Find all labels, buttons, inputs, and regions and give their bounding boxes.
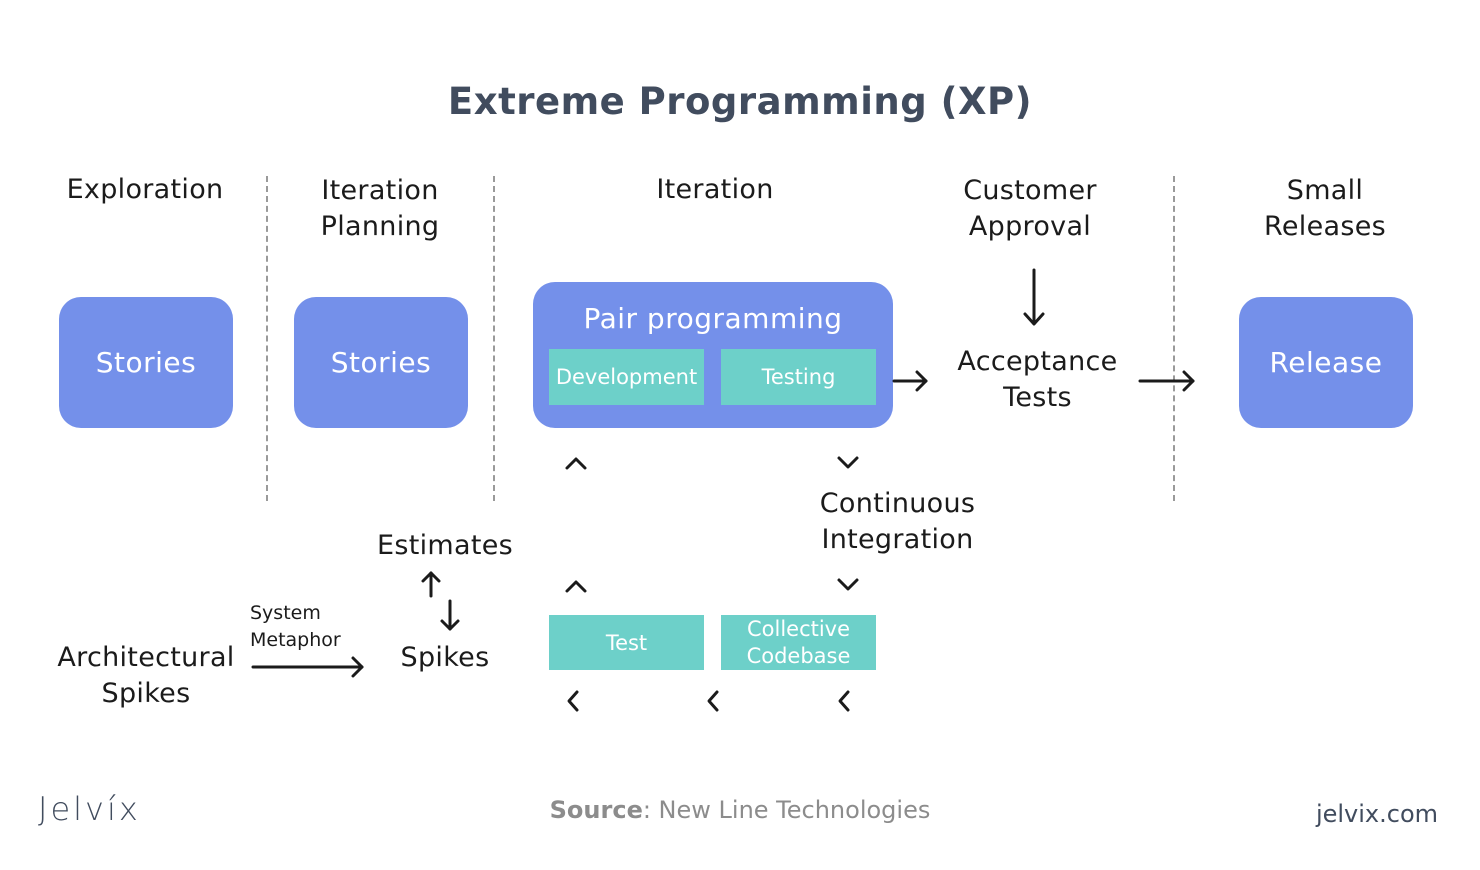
system-metaphor-line1: System: [250, 602, 321, 624]
test-box: Test: [549, 615, 704, 670]
architectural-spikes-line1: Architectural: [57, 642, 235, 673]
phase-iteration-planning: Iteration Planning: [280, 173, 480, 245]
chevron-left-icon: [707, 690, 719, 712]
source-credit: Source: New Line Technologies: [0, 796, 1480, 824]
divider-3: [1173, 176, 1175, 501]
collective-codebase-box: Collective Codebase: [721, 615, 876, 670]
chevron-left-icon: [838, 690, 850, 712]
phase-small-releases: Small Releases: [1225, 173, 1425, 245]
exploration-stories-box: Stories: [59, 297, 233, 428]
acceptance-tests-label: Acceptance Tests: [935, 344, 1140, 416]
planning-stories-box: Stories: [294, 297, 468, 428]
estimates-up-arrow-icon: [421, 571, 441, 598]
continuous-integration-label: Continuous Integration: [795, 486, 1000, 558]
chevron-down-icon: [837, 578, 859, 591]
spikes-label: Spikes: [400, 642, 490, 673]
divider-1: [266, 176, 268, 501]
phase-customer-approval-line1: Customer: [963, 175, 1097, 206]
system-metaphor-label: System Metaphor: [250, 600, 341, 654]
collective-codebase-line1: Collective: [746, 616, 851, 641]
phase-customer-approval: Customer Approval: [930, 173, 1130, 245]
phase-iteration-planning-line1: Iteration: [321, 175, 439, 206]
chevron-up-icon: [565, 457, 587, 470]
continuous-integration-line1: Continuous: [819, 488, 976, 519]
pair-programming-box: Pair programming Development Testing: [533, 282, 893, 428]
chevron-left-icon: [567, 690, 579, 712]
acceptance-tests-line2: Tests: [1003, 382, 1072, 413]
divider-2: [493, 176, 495, 501]
collective-codebase-line2: Codebase: [746, 643, 851, 668]
chevron-up-icon: [565, 580, 587, 593]
approval-down-arrow-icon: [1023, 268, 1045, 326]
phase-exploration: Exploration: [66, 174, 224, 205]
phase-iteration-planning-line2: Planning: [320, 211, 440, 242]
site-link[interactable]: jelvix.com: [1315, 800, 1438, 828]
continuous-integration-line2: Integration: [821, 524, 974, 555]
phase-small-releases-line1: Small: [1286, 175, 1364, 206]
source-value: : New Line Technologies: [642, 796, 931, 824]
estimates-label: Estimates: [376, 530, 514, 561]
pair-programming-label: Pair programming: [583, 302, 843, 335]
acceptance-tests-line1: Acceptance: [957, 346, 1118, 377]
development-box: Development: [549, 349, 704, 405]
spikes-down-arrow-icon: [440, 599, 460, 631]
phase-iteration: Iteration: [656, 174, 774, 205]
jelvix-logo: Jelvíx: [38, 790, 141, 828]
phase-customer-approval-line2: Approval: [968, 211, 1092, 242]
phase-small-releases-line2: Releases: [1264, 211, 1386, 242]
system-metaphor-line2: Metaphor: [250, 629, 341, 651]
release-box: Release: [1239, 297, 1413, 428]
architectural-spikes-line2: Spikes: [101, 678, 191, 709]
system-metaphor-arrow-icon: [251, 656, 364, 678]
to-acceptance-arrow-icon: [892, 370, 928, 392]
source-label: Source: [549, 796, 643, 824]
testing-box: Testing: [721, 349, 876, 405]
architectural-spikes-label: Architectural Spikes: [40, 640, 252, 712]
to-release-arrow-icon: [1138, 370, 1195, 392]
chevron-down-icon: [837, 456, 859, 469]
diagram-title: Extreme Programming (XP): [447, 80, 1033, 123]
